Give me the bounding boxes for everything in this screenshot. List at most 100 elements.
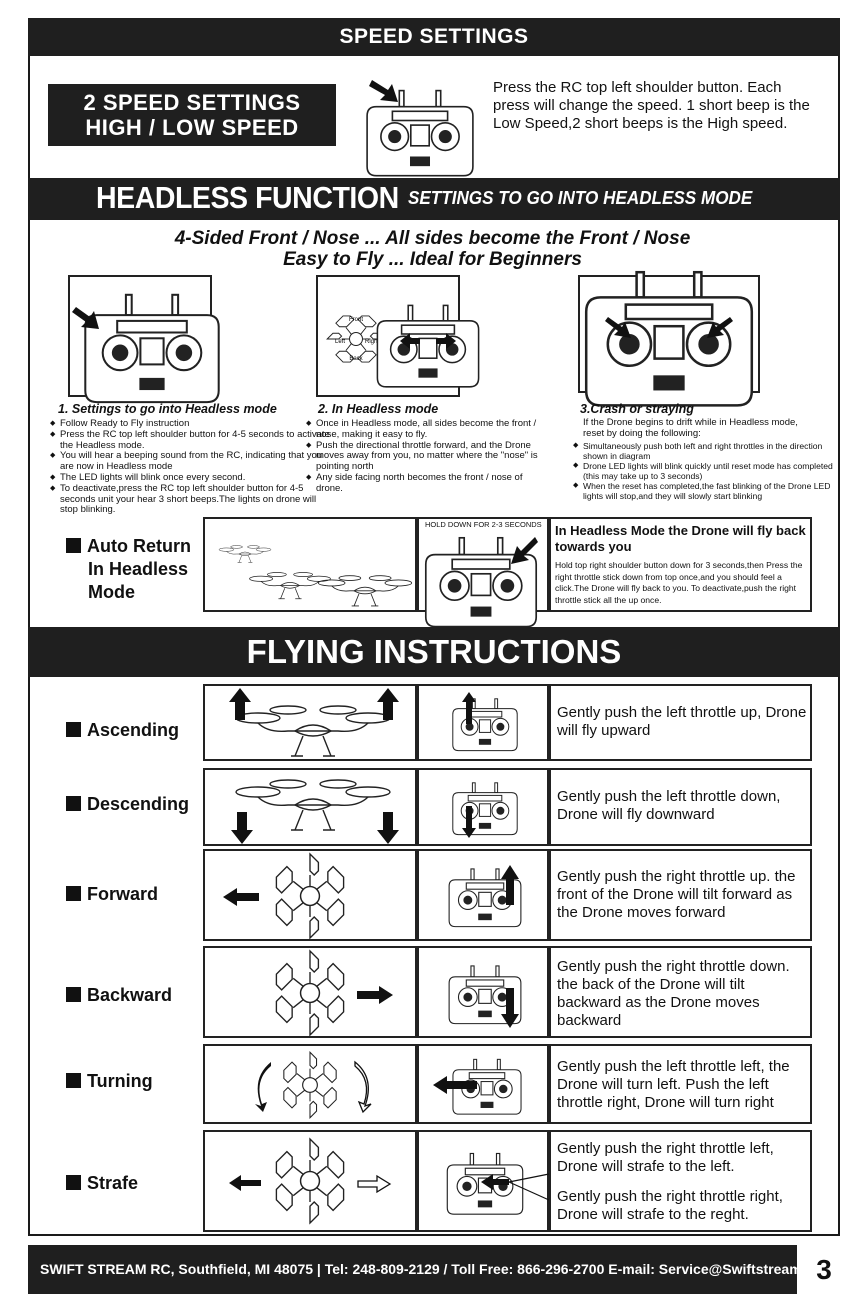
row-label-backward: Backward xyxy=(66,985,172,1006)
turning-drone-panel xyxy=(203,1044,417,1124)
step2-list: Once in Headless mode, all sides become … xyxy=(306,418,538,495)
step3-list: Simultaneously push both left and right … xyxy=(573,441,837,501)
arrow-left-icon xyxy=(229,1175,261,1191)
rotate-right-icon xyxy=(354,1060,372,1114)
auto-return-drones-panel xyxy=(203,517,417,612)
speed-badge: 2 SPEED SETTINGS HIGH / LOW SPEED xyxy=(48,84,336,146)
auto-return-controller-panel: HOLD DOWN FOR 2-3 SECONDS xyxy=(417,517,549,628)
diagram-label-front: Front xyxy=(349,317,363,323)
auto-return-title: In Headless Mode the Drone will fly back… xyxy=(555,523,806,554)
bullet-square-icon xyxy=(66,538,81,553)
step2-item: Push the directional throttle forward, a… xyxy=(306,440,538,473)
step2-title: 2. In Headless mode xyxy=(318,402,439,416)
speed-badge-line1: 2 SPEED SETTINGS xyxy=(83,90,301,115)
arrow-down-icon xyxy=(377,812,399,844)
drone-icon xyxy=(275,950,345,1036)
controller-icon xyxy=(424,536,538,628)
drone-icon xyxy=(275,853,345,939)
step1-item: Press the RC top left shoulder button fo… xyxy=(50,429,330,452)
drone-icon xyxy=(235,779,391,831)
arrow-down-left-icon xyxy=(707,317,733,338)
arrow-up-icon xyxy=(229,688,251,720)
rotate-left-icon xyxy=(255,1062,271,1112)
diagram-label-left: Left xyxy=(335,339,345,345)
bullet-square-icon xyxy=(66,1175,81,1190)
arrow-down-icon xyxy=(462,806,476,838)
arrow-up-icon xyxy=(501,865,519,905)
bullet-square-icon xyxy=(66,722,81,737)
step1-item: The LED lights will blink once every sec… xyxy=(50,472,330,484)
row-label-descending: Descending xyxy=(66,794,189,815)
arrow-left-icon xyxy=(433,1076,477,1094)
arrow-down-left-icon xyxy=(511,537,538,564)
step3-reset-image xyxy=(578,270,760,407)
row-label-forward: Forward xyxy=(66,884,158,905)
bullet-square-icon xyxy=(66,1073,81,1088)
drone-icon xyxy=(283,1051,337,1119)
ascending-drone-panel xyxy=(203,684,417,761)
arrow-left-icon xyxy=(223,888,259,906)
arrow-down-right-icon xyxy=(605,317,631,338)
step1-item: To deactivate,press the RC top left shou… xyxy=(50,483,330,516)
headless-tagline-2: Easy to Fly ... Ideal for Beginners xyxy=(283,249,582,270)
strafe-controller-panel xyxy=(417,1130,550,1232)
step1-item: You will hear a beeping sound from the R… xyxy=(50,451,330,473)
forward-text-panel: Gently push the right throttle up. the f… xyxy=(549,849,812,941)
row-label-ascending: Ascending xyxy=(66,720,179,741)
step1-title: 1. Settings to go into Headless mode xyxy=(58,402,277,416)
speed-settings-header: SPEED SETTINGS xyxy=(28,18,840,56)
arrow-right-icon xyxy=(357,986,393,1004)
drone-icon xyxy=(275,1138,345,1224)
turning-text: Gently push the left throttle left, the … xyxy=(557,1058,790,1111)
step3-intro: If the Drone begins to drift while in He… xyxy=(583,417,798,439)
turning-controller-panel xyxy=(417,1044,549,1124)
backward-drone-panel xyxy=(203,946,417,1038)
auto-return-text: Hold top right shoulder button down for … xyxy=(555,560,803,605)
descending-text: Gently push the left throttle down, Dron… xyxy=(557,788,781,823)
ascending-text-panel: Gently push the left throttle up, Drone … xyxy=(549,684,812,761)
arrow-down-right-icon xyxy=(72,307,99,329)
arrow-left-right-icon xyxy=(481,1173,550,1201)
forward-drone-panel xyxy=(203,849,417,941)
bullet-square-icon xyxy=(66,886,81,901)
bullet-square-icon xyxy=(66,987,81,1002)
descending-controller-panel xyxy=(417,768,549,846)
headless-subtitle: SETTINGS TO GO INTO HEADLESS MODE xyxy=(408,188,753,208)
step2-item: Any side facing north becomes the front … xyxy=(306,472,538,495)
row-label-strafe: Strafe xyxy=(66,1173,138,1194)
arrow-right-icon xyxy=(436,333,456,349)
auto-return-label-3: Mode xyxy=(88,582,135,602)
arrow-left-icon xyxy=(400,333,420,349)
flying-header: FLYING INSTRUCTIONS xyxy=(28,627,840,677)
strafe-text-right: Gently push the right throttle right, Dr… xyxy=(557,1188,783,1223)
arrow-down-icon xyxy=(231,812,253,844)
auto-return-label: Auto Return In Headless Mode xyxy=(66,535,191,604)
step3-title: 3.Crash or straying xyxy=(580,402,694,416)
step3-item: Drone LED lights will blink quickly unti… xyxy=(573,461,837,481)
headless-header: HEADLESS FUNCTION SETTINGS TO GO INTO HE… xyxy=(28,178,840,220)
step1-list: Follow Ready to Fly instruction Press th… xyxy=(50,418,330,516)
ascending-text: Gently push the left throttle up, Drone … xyxy=(557,704,807,739)
step1-controller-image xyxy=(68,275,220,404)
arrow-down-icon xyxy=(501,988,519,1028)
strafe-drone-panel xyxy=(203,1130,417,1232)
auto-return-text-panel: In Headless Mode the Drone will fly back… xyxy=(549,517,812,612)
descending-drone-panel xyxy=(203,768,417,846)
step2-headless-image: Front Left Right Back xyxy=(316,275,480,397)
diagram-label-back: Back xyxy=(349,356,363,362)
diagram-label-right: Right xyxy=(365,339,379,345)
backward-controller-panel xyxy=(417,946,549,1038)
arrow-up-icon xyxy=(462,692,476,724)
headless-title: HEADLESS FUNCTION xyxy=(96,180,399,215)
drone-icon xyxy=(317,575,413,607)
arrow-up-icon xyxy=(377,688,399,720)
arrow-down-right-icon xyxy=(369,80,398,102)
controller-shoulder-image xyxy=(366,80,474,177)
step3-item: When the reset has completed,the fast bl… xyxy=(573,481,837,501)
auto-return-label-2: In Headless xyxy=(88,559,189,579)
bullet-square-icon xyxy=(66,796,81,811)
headless-tagline-1: 4-Sided Front / Nose ... All sides becom… xyxy=(174,228,691,249)
hold-caption: HOLD DOWN FOR 2-3 SECONDS xyxy=(425,520,542,529)
step1-item: Follow Ready to Fly instruction xyxy=(50,418,330,430)
speed-badge-line2: HIGH / LOW SPEED xyxy=(85,115,299,140)
